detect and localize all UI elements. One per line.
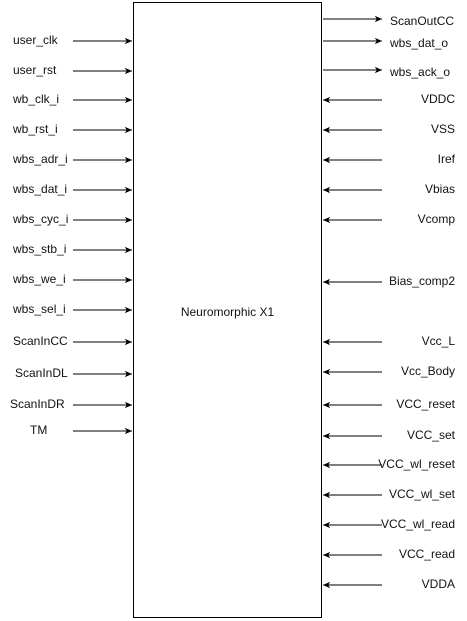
left-pin-label: wbs_we_i <box>13 272 66 286</box>
neuromorphic-block <box>133 2 322 618</box>
right-pin-label: VCC_read <box>398 547 455 561</box>
right-pin-arrows <box>323 15 382 589</box>
right-pin-label: wbs_dat_o <box>390 36 449 50</box>
right-pin-label: VCC_wl_read <box>380 517 455 531</box>
right-pin-label: VCC_set <box>406 428 455 442</box>
left-pin-label: wbs_adr_i <box>13 152 68 166</box>
left-pin-label: wbs_stb_i <box>13 242 67 256</box>
right-pin-label: VCC_wl_set <box>388 487 455 501</box>
right-pin-label: Vcc_Body <box>400 364 455 378</box>
left-pin-label: ScanInDR <box>10 397 65 411</box>
left-pin-label: wb_clk_i <box>13 92 60 106</box>
block-title: Neuromorphic X1 <box>180 305 275 319</box>
right-pin-label: Vcomp <box>417 212 455 226</box>
right-pin-label: VDDC <box>420 92 455 106</box>
left-pin-label: wbs_cyc_i <box>13 212 69 226</box>
left-pin-label: ScanInDL <box>15 366 68 380</box>
left-pin-label: wbs_dat_i <box>13 182 68 196</box>
right-pin-label: VCC_reset <box>396 397 455 411</box>
left-pin-label: TM <box>30 423 48 437</box>
left-pin-label: user_rst <box>13 63 57 77</box>
right-pin-label: Bias_comp2 <box>388 274 455 288</box>
right-pin-label: VDDA <box>421 577 455 591</box>
right-pin-label: Iref <box>437 152 455 166</box>
left-pin-label: user_clk <box>13 33 58 47</box>
left-pin-label: ScanInCC <box>13 334 68 348</box>
left-pin-arrows <box>73 37 132 435</box>
right-pin-label: wbs_ack_o <box>390 65 451 79</box>
right-pin-label: Vcc_L <box>421 334 455 348</box>
right-pin-label: VCC_wl_reset <box>378 457 455 471</box>
left-pin-label: wb_rst_i <box>13 122 58 136</box>
right-pin-label: VSS <box>430 122 455 136</box>
right-pin-label: Vbias <box>424 182 455 196</box>
left-pin-label: wbs_sel_i <box>13 302 66 316</box>
right-pin-label: ScanOutCC <box>390 14 455 28</box>
